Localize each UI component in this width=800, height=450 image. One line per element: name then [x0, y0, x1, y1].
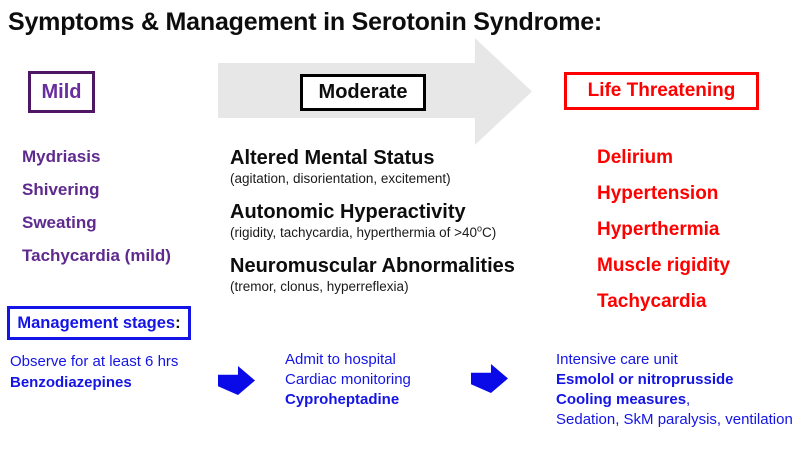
- stage-line: Intensive care unit: [556, 351, 678, 368]
- stage-line: Benzodiazepines: [10, 374, 132, 391]
- stage-line: Cyproheptadine: [285, 391, 400, 408]
- symptom-group: Neuromuscular Abnormalities (tremor, clo…: [230, 254, 550, 296]
- symptom-group-title: Neuromuscular Abnormalities: [230, 255, 515, 277]
- symptom-group: Autonomic Hyperactivity (rigidity, tachy…: [230, 200, 550, 242]
- page-title: Symptoms & Management in Serotonin Syndr…: [8, 8, 603, 36]
- stage-arrow-1-icon: [218, 366, 255, 395]
- stage-line: Observe for at least 6 hrs: [10, 353, 179, 370]
- symptom-group-detail: (rigidity, tachycardia, hyperthermia of …: [230, 223, 497, 240]
- symptom-group-detail: (agitation, disorientation, excitement): [230, 171, 451, 186]
- moderate-header-box: Moderate: [300, 74, 426, 111]
- symptom-group: Altered Mental Status (agitation, disori…: [230, 146, 550, 188]
- mild-header-label: Mild: [41, 80, 82, 103]
- list-item: Tachycardia (mild): [22, 246, 171, 265]
- management-stage-mild: Observe for at least 6 hrs Benzodiazepin…: [10, 351, 178, 393]
- management-stages-label: Management stages: [17, 313, 176, 332]
- symptom-group-title: Altered Mental Status: [230, 147, 435, 169]
- moderate-header-label: Moderate: [318, 81, 408, 103]
- list-item: Shivering: [22, 180, 100, 199]
- management-stage-moderate: Admit to hospital Cardiac monitoring Cyp…: [285, 350, 411, 410]
- list-item: Muscle rigidity: [597, 255, 731, 276]
- list-item: Delirium: [597, 147, 674, 168]
- degree-superscript: o: [477, 223, 483, 234]
- symptom-group-detail: (tremor, clonus, hyperreflexia): [230, 279, 409, 294]
- stage-line: Sedation, SkM paralysis, ventilation: [556, 411, 793, 428]
- life-threatening-header-label: Life Threatening: [587, 80, 736, 101]
- life-threatening-header-box: Life Threatening: [564, 72, 759, 110]
- stage-arrow-2-icon: [471, 364, 508, 393]
- moderate-symptom-list: Altered Mental Status (agitation, disori…: [230, 146, 550, 308]
- list-item: Mydriasis: [22, 147, 101, 166]
- list-item: Hyperthermia: [597, 219, 720, 240]
- list-item: Tachycardia: [597, 291, 707, 312]
- list-item: Sweating: [22, 213, 97, 232]
- stage-line: Cooling measures,: [556, 391, 691, 408]
- management-stages-box: Management stages:: [7, 306, 191, 340]
- mild-header-box: Mild: [28, 71, 95, 113]
- life-threatening-symptom-list: Delirium Hypertension Hyperthermia Muscl…: [597, 147, 730, 327]
- management-stage-life-threatening: Intensive care unit Esmolol or nitroprus…: [556, 350, 793, 430]
- stage-line: Esmolol or nitroprusside: [556, 371, 734, 388]
- mild-symptom-list: Mydriasis Shivering Sweating Tachycardia…: [22, 147, 171, 279]
- list-item: Hypertension: [597, 183, 719, 204]
- stage-line: Admit to hospital: [285, 351, 396, 368]
- stage-line: Cardiac monitoring: [285, 371, 411, 388]
- symptom-group-title: Autonomic Hyperactivity: [230, 201, 466, 223]
- management-stages-colon: :: [175, 313, 181, 332]
